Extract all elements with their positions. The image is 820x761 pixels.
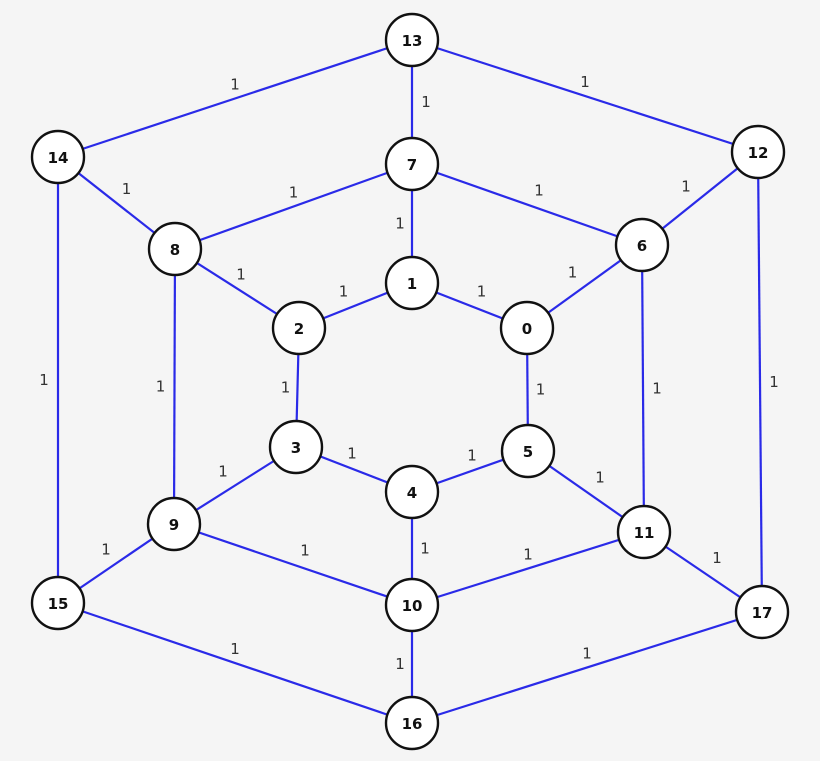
edge-weight-7-8: 1	[289, 184, 299, 202]
node-1: 1	[384, 255, 440, 311]
node-14: 14	[30, 129, 86, 185]
edge-11-10	[411, 530, 645, 607]
node-5: 5	[500, 423, 556, 479]
edge-weight-9-10: 1	[300, 542, 310, 560]
node-label-9: 9	[169, 516, 179, 534]
node-10: 10	[384, 577, 440, 633]
node-11: 11	[616, 504, 672, 560]
edge-weight-6-11: 1	[652, 380, 662, 398]
node-circle-2	[271, 300, 327, 356]
node-16: 16	[384, 695, 440, 751]
edge-weight-5-4: 1	[467, 447, 477, 465]
edge-weight-2-3: 1	[281, 379, 291, 397]
node-circle-0	[499, 300, 555, 356]
node-circle-8	[147, 221, 203, 277]
edge-weight-0-5: 1	[536, 381, 546, 399]
edge-weight-11-10: 1	[523, 546, 533, 564]
node-circle-7	[384, 136, 440, 192]
node-label-14: 14	[48, 149, 69, 167]
edge-weight-11-17: 1	[712, 549, 722, 567]
edge-weight-14-15: 1	[39, 371, 49, 389]
node-label-6: 6	[637, 237, 647, 255]
node-9: 9	[146, 496, 202, 552]
edge-12-17	[756, 151, 764, 613]
node-label-0: 0	[522, 320, 532, 338]
node-circle-14	[30, 129, 86, 185]
edge-weight-9-15: 1	[101, 541, 111, 559]
edge-weight-3-9: 1	[218, 463, 228, 481]
edge-7-8	[174, 162, 413, 251]
node-label-10: 10	[402, 597, 423, 615]
edge-weight-10-16: 1	[395, 655, 405, 673]
edge-weight-7-1: 1	[395, 215, 405, 233]
edge-weight-7-6: 1	[534, 182, 544, 200]
node-15: 15	[30, 575, 86, 631]
edge-8-9	[172, 248, 177, 525]
edge-weight-13-12: 1	[580, 73, 590, 91]
edge-weight-1-0: 1	[477, 283, 487, 301]
node-label-4: 4	[407, 484, 417, 502]
node-circle-13	[384, 12, 440, 68]
edge-weight-13-14: 1	[230, 76, 240, 94]
edge-weight-17-16: 1	[582, 645, 592, 663]
node-label-8: 8	[170, 241, 180, 259]
edge-weight-8-9: 1	[156, 378, 166, 396]
node-circle-10	[384, 577, 440, 633]
node-label-3: 3	[291, 439, 301, 457]
edge-17-16	[411, 610, 763, 725]
edge-weight-12-6: 1	[681, 178, 691, 196]
edge-weight-1-2: 1	[339, 283, 349, 301]
node-circle-5	[500, 423, 556, 479]
edge-weight-6-0: 1	[568, 264, 578, 282]
node-circle-1	[384, 255, 440, 311]
edge-weight-15-16: 1	[230, 640, 240, 658]
node-8: 8	[147, 221, 203, 277]
node-label-5: 5	[523, 443, 533, 461]
node-circle-16	[384, 695, 440, 751]
edge-13-12	[411, 38, 759, 154]
node-circle-4	[384, 464, 440, 520]
node-label-11: 11	[634, 524, 655, 542]
edge-6-11	[640, 244, 646, 533]
edge-9-10	[173, 522, 413, 607]
edge-weight-13-7: 1	[421, 93, 431, 111]
node-circle-12	[730, 124, 786, 180]
node-circle-15	[30, 575, 86, 631]
node-label-17: 17	[752, 604, 773, 622]
node-13: 13	[384, 12, 440, 68]
node-circle-6	[614, 217, 670, 273]
edge-weight-12-17: 1	[769, 373, 779, 391]
node-label-16: 16	[402, 715, 423, 733]
edge-15-16	[57, 601, 413, 725]
edge-weight-8-2: 1	[236, 266, 246, 284]
edge-7-6	[411, 162, 643, 247]
edge-13-14	[57, 38, 413, 159]
node-circle-9	[146, 496, 202, 552]
node-12: 12	[730, 124, 786, 180]
node-label-2: 2	[294, 320, 304, 338]
node-6: 6	[614, 217, 670, 273]
node-3: 3	[268, 419, 324, 475]
node-circle-17	[734, 584, 790, 640]
node-0: 0	[499, 300, 555, 356]
node-2: 2	[271, 300, 327, 356]
node-label-12: 12	[748, 144, 769, 162]
node-label-1: 1	[407, 275, 417, 293]
node-4: 4	[384, 464, 440, 520]
edge-weight-3-4: 1	[347, 445, 357, 463]
node-circle-11	[616, 504, 672, 560]
node-label-13: 13	[402, 32, 423, 50]
node-label-7: 7	[407, 156, 417, 174]
node-7: 7	[384, 136, 440, 192]
node-17: 17	[734, 584, 790, 640]
edge-weight-4-10: 1	[420, 540, 430, 558]
edge-weight-14-8: 1	[122, 180, 132, 198]
node-label-15: 15	[48, 595, 69, 613]
edge-weight-5-11: 1	[595, 469, 605, 487]
node-circle-3	[268, 419, 324, 475]
